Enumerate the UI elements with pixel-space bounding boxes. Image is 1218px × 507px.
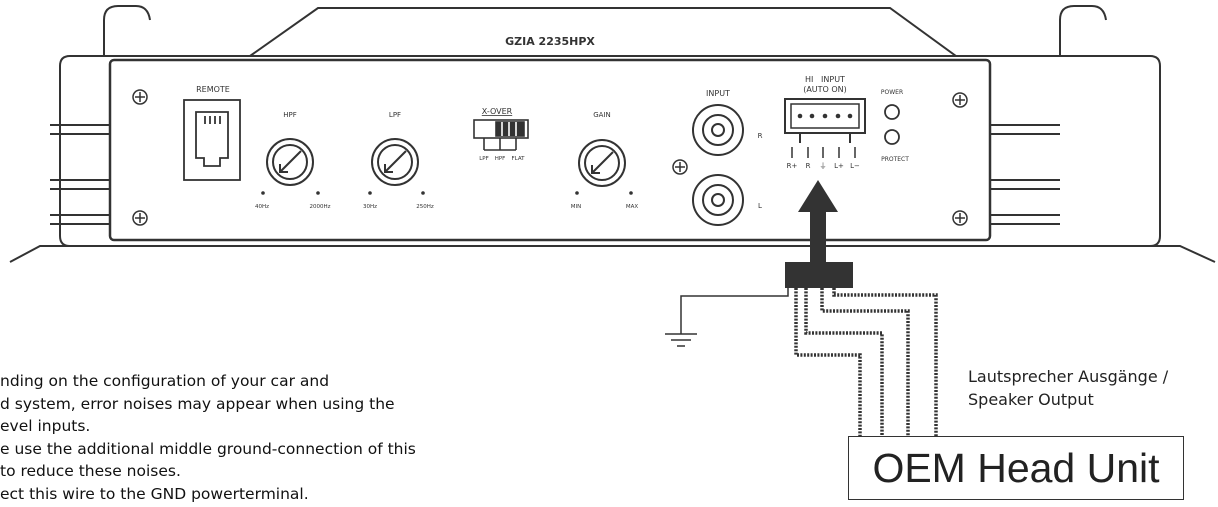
hi-input-pin-r: R (806, 162, 811, 170)
xover-switch[interactable] (473, 119, 529, 151)
hpf-knob[interactable] (266, 138, 314, 186)
xover-option-hpf: HPF (495, 156, 506, 162)
speaker-wires (794, 288, 938, 436)
front-panel (108, 58, 992, 242)
note-line: to reduce these noises. (0, 462, 181, 480)
note-line: nding on the configuration of your car a… (0, 372, 330, 390)
hi-input-pin-l-plus: L+ (834, 162, 844, 170)
screw-middle-icon (672, 159, 688, 175)
right-fins (990, 124, 1060, 225)
amplifier-top-housing (70, 7, 1010, 57)
gain-label: GAIN (593, 111, 611, 119)
instruction-note: nding on the configuration of your car a… (0, 370, 520, 505)
hi-input-auto-on-label: (AUTO ON) (803, 85, 847, 94)
xover-option-flat: FLAT (511, 156, 525, 162)
remote-port-icon (183, 99, 241, 181)
speaker-output-label: Lautsprecher Ausgänge / Speaker Output (968, 365, 1168, 411)
protect-led-icon (884, 129, 900, 145)
rca-input-right-icon (692, 104, 744, 156)
remote-label: REMOTE (196, 85, 230, 94)
right-end-cap (1059, 5, 1107, 56)
speaker-output-line-1: Lautsprecher Ausgänge / (968, 367, 1169, 386)
hpf-label: HPF (283, 111, 297, 119)
gain-min-label: MIN (571, 204, 581, 210)
screw-top-right-icon (952, 92, 968, 108)
input-left-label: L (758, 202, 762, 210)
xover-label: X-OVER (482, 107, 513, 116)
gain-max-label: MAX (626, 204, 639, 210)
lpf-knob[interactable] (371, 138, 419, 186)
screw-bottom-right-icon (952, 210, 968, 226)
screw-bottom-left-icon (132, 210, 148, 226)
gain-knob[interactable] (578, 139, 626, 187)
input-right-label: R (758, 132, 763, 140)
lpf-label: LPF (389, 111, 401, 119)
harness-plug (785, 262, 853, 288)
speaker-output-line-2: Speaker Output (968, 390, 1094, 409)
lpf-max-label: 250Hz (416, 204, 434, 210)
protect-label: PROTECT (881, 156, 909, 163)
power-led-icon (884, 104, 900, 120)
left-fins (50, 124, 110, 225)
hi-input-pin-l-minus: L− (850, 162, 860, 170)
rca-input-left-icon (692, 174, 744, 226)
note-line: evel inputs. (0, 417, 91, 435)
note-line: d system, error noises may appear when u… (0, 394, 395, 413)
model-name: GZIA 2235HPX (505, 35, 595, 48)
input-label: INPUT (706, 89, 730, 98)
amplifier-base (9, 245, 1216, 263)
hi-input-connector (784, 98, 866, 143)
hpf-min-label: 40Hz (255, 204, 269, 210)
lpf-min-label: 30Hz (363, 204, 377, 210)
hi-input-pin-ground: ⏚ (820, 162, 827, 170)
hpf-max-label: 2000Hz (309, 204, 330, 210)
connection-arrow-icon (798, 180, 838, 262)
note-line: ect this wire to the GND powerterminal. (0, 484, 309, 503)
note-line: e use the additional middle ground-conne… (0, 439, 416, 458)
hi-input-pin-r-plus: R+ (787, 162, 798, 170)
power-label: POWER (881, 89, 903, 96)
left-end-cap (103, 5, 151, 56)
hi-input-label: HI INPUT (805, 75, 845, 84)
xover-option-lpf: LPF (479, 156, 489, 162)
ground-wire (665, 288, 789, 347)
oem-head-unit-box: OEM Head Unit (848, 436, 1184, 500)
screw-top-left-icon (132, 89, 148, 105)
